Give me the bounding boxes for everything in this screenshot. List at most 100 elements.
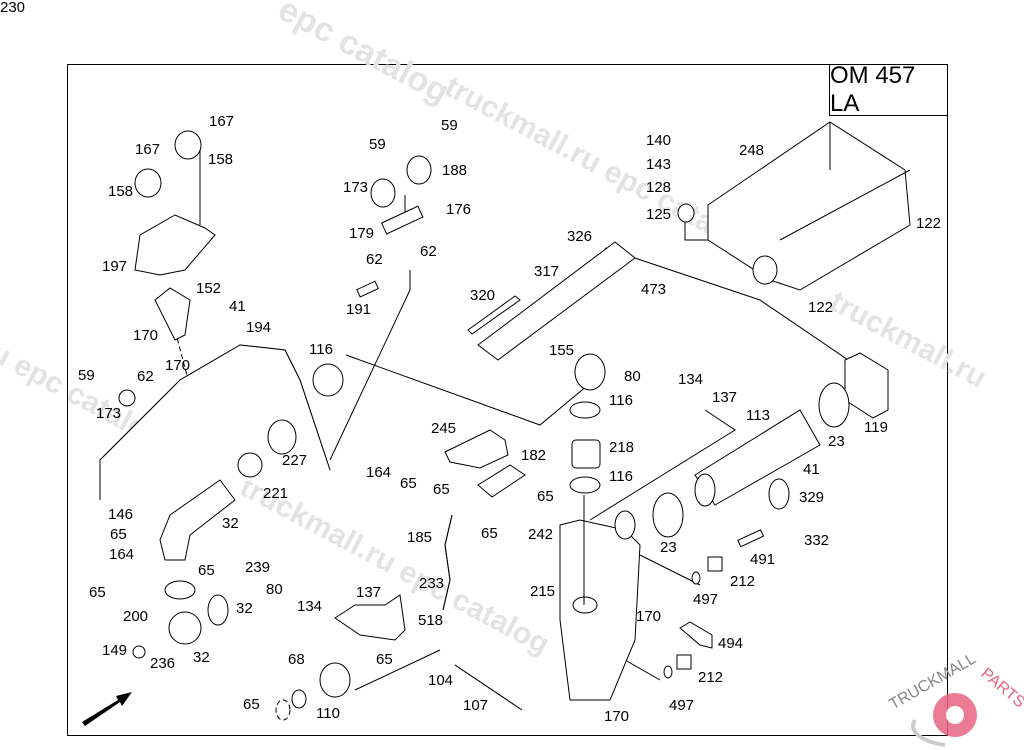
part-callout-110[interactable]: 110 [316, 705, 340, 722]
part-callout-230[interactable]: 230 [0, 0, 26, 16]
part-callout-23[interactable]: 23 [828, 433, 845, 450]
part-callout-32[interactable]: 32 [193, 649, 210, 666]
part-callout-185[interactable]: 185 [407, 529, 433, 546]
part-callout-65[interactable]: 65 [110, 526, 127, 543]
part-callout-80[interactable]: 80 [266, 581, 283, 598]
part-callout-65[interactable]: 65 [433, 481, 450, 498]
part-callout-170[interactable]: 170 [165, 357, 191, 374]
part-callout-62[interactable]: 62 [420, 243, 437, 260]
part-callout-326[interactable]: 326 [567, 228, 593, 245]
part-callout-59[interactable]: 59 [78, 367, 95, 384]
part-callout-158[interactable]: 158 [208, 151, 234, 168]
part-callout-473[interactable]: 473 [641, 281, 667, 298]
part-callout-62[interactable]: 62 [137, 368, 154, 385]
part-callout-152[interactable]: 152 [196, 280, 222, 297]
part-callout-164[interactable]: 164 [366, 464, 392, 481]
part-callout-188[interactable]: 188 [442, 162, 468, 179]
part-callout-23[interactable]: 23 [660, 539, 677, 556]
part-callout-41[interactable]: 41 [229, 298, 246, 315]
part-callout-65[interactable]: 65 [376, 651, 393, 668]
part-callout-62[interactable]: 62 [366, 251, 383, 268]
part-callout-182[interactable]: 182 [521, 447, 547, 464]
part-callout-116[interactable]: 116 [609, 468, 633, 485]
part-callout-176[interactable]: 176 [446, 201, 472, 218]
part-callout-128[interactable]: 128 [646, 179, 672, 196]
part-callout-143[interactable]: 143 [646, 156, 672, 173]
part-callout-332[interactable]: 332 [804, 532, 830, 549]
part-callout-167[interactable]: 167 [135, 141, 161, 158]
part-callout-518[interactable]: 518 [418, 612, 444, 629]
clamp-32 [164, 580, 196, 600]
bracket-197 [134, 214, 216, 276]
part-callout-149[interactable]: 149 [102, 642, 128, 659]
part-callout-113[interactable]: 113 [746, 407, 770, 424]
part-callout-32[interactable]: 32 [222, 515, 239, 532]
part-callout-140[interactable]: 140 [646, 132, 672, 149]
part-callout-239[interactable]: 239 [245, 559, 271, 576]
part-callout-227[interactable]: 227 [282, 452, 308, 469]
part-callout-200[interactable]: 200 [123, 608, 149, 625]
part-callout-116[interactable]: 116 [309, 341, 333, 358]
part-callout-191[interactable]: 191 [346, 301, 372, 318]
part-callout-158[interactable]: 158 [108, 183, 134, 200]
part-callout-65[interactable]: 65 [243, 696, 260, 713]
part-callout-317[interactable]: 317 [534, 263, 560, 280]
part-callout-65[interactable]: 65 [198, 562, 215, 579]
part-callout-107[interactable]: 107 [463, 697, 489, 714]
part-callout-245[interactable]: 245 [431, 420, 457, 437]
part-callout-491[interactable]: 491 [750, 551, 776, 568]
part-callout-41[interactable]: 41 [803, 461, 820, 478]
part-callout-497[interactable]: 497 [669, 697, 695, 714]
part-callout-80[interactable]: 80 [624, 368, 641, 385]
part-callout-170[interactable]: 170 [133, 327, 159, 344]
part-callout-215[interactable]: 215 [530, 583, 556, 600]
part-callout-134[interactable]: 134 [297, 598, 323, 615]
part-callout-68[interactable]: 68 [288, 651, 305, 668]
part-callout-65[interactable]: 65 [400, 475, 417, 492]
duct-215 [559, 519, 641, 701]
mount-212 [676, 654, 692, 670]
part-callout-170[interactable]: 170 [636, 608, 662, 625]
part-callout-65[interactable]: 65 [537, 488, 554, 505]
part-callout-32[interactable]: 32 [236, 600, 253, 617]
part-callout-125[interactable]: 125 [646, 206, 672, 223]
part-callout-134[interactable]: 134 [678, 371, 704, 388]
clamp-158 [134, 168, 162, 198]
part-callout-494[interactable]: 494 [718, 635, 744, 652]
part-callout-221[interactable]: 221 [263, 485, 289, 502]
part-callout-116[interactable]: 116 [609, 392, 633, 409]
part-callout-119[interactable]: 119 [864, 419, 888, 436]
part-callout-164[interactable]: 164 [109, 546, 135, 563]
part-callout-59[interactable]: 59 [441, 117, 458, 134]
part-callout-329[interactable]: 329 [799, 489, 825, 506]
part-callout-218[interactable]: 218 [609, 439, 635, 456]
part-callout-167[interactable]: 167 [209, 113, 235, 130]
part-callout-65[interactable]: 65 [481, 525, 498, 542]
part-callout-212[interactable]: 212 [730, 573, 756, 590]
part-callout-497[interactable]: 497 [693, 591, 719, 608]
part-callout-173[interactable]: 173 [96, 405, 122, 422]
part-callout-65[interactable]: 65 [89, 584, 106, 601]
part-callout-212[interactable]: 212 [698, 669, 724, 686]
part-callout-320[interactable]: 320 [470, 287, 496, 304]
part-callout-137[interactable]: 137 [712, 389, 738, 406]
part-callout-59[interactable]: 59 [369, 136, 386, 153]
part-callout-155[interactable]: 155 [549, 342, 575, 359]
part-callout-242[interactable]: 242 [528, 526, 554, 543]
part-callout-236[interactable]: 236 [150, 655, 176, 672]
part-callout-173[interactable]: 173 [343, 179, 369, 196]
part-callout-146[interactable]: 146 [108, 506, 134, 523]
leader-line [354, 649, 441, 691]
part-callout-248[interactable]: 248 [739, 142, 765, 159]
part-callout-194[interactable]: 194 [246, 319, 272, 336]
bolt-191 [356, 280, 379, 298]
part-callout-137[interactable]: 137 [356, 584, 382, 601]
part-callout-233[interactable]: 233 [419, 575, 445, 592]
part-callout-122[interactable]: 122 [808, 299, 834, 316]
part-callout-104[interactable]: 104 [428, 672, 454, 689]
part-callout-122[interactable]: 122 [916, 215, 942, 232]
diagram-frame [67, 64, 948, 736]
part-callout-179[interactable]: 179 [349, 225, 375, 242]
part-callout-197[interactable]: 197 [102, 258, 128, 275]
part-callout-170[interactable]: 170 [604, 708, 630, 725]
